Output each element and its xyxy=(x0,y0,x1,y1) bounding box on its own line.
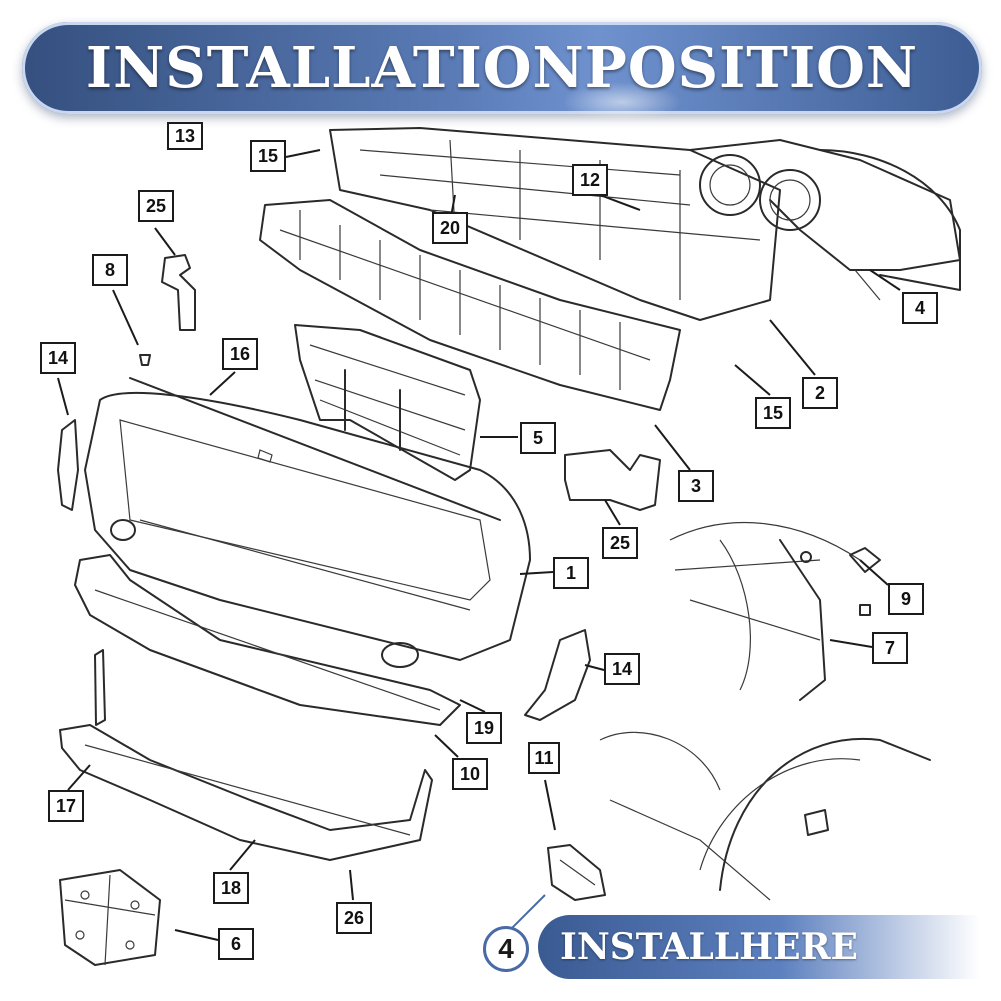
wheel-arch-detail-drawing xyxy=(547,731,931,901)
splitter-drawing xyxy=(59,649,433,861)
energy-absorber-drawing xyxy=(259,199,681,411)
part-label-16: 16 xyxy=(222,338,258,370)
part-label-26: 26 xyxy=(336,902,372,934)
part-label-25-lower: 25 xyxy=(602,527,638,559)
bracket-25-right-drawing xyxy=(564,449,661,511)
part-label-7: 7 xyxy=(872,632,908,664)
part-label-3: 3 xyxy=(678,470,714,502)
part-label-9: 9 xyxy=(888,583,924,615)
wheel-well-detail-drawing xyxy=(669,521,881,701)
part-label-19: 19 xyxy=(466,712,502,744)
part-label-1: 1 xyxy=(553,557,589,589)
radiator-support-drawing xyxy=(329,127,961,321)
part-label-18: 18 xyxy=(213,872,249,904)
grille-bracket-drawing xyxy=(294,324,481,481)
strip-16-drawing xyxy=(129,377,501,521)
part-label-4: 4 xyxy=(902,292,938,324)
install-callout: INSTALLHERE xyxy=(538,915,980,979)
part-label-14: 14 xyxy=(40,342,76,374)
valance-10-drawing xyxy=(74,554,461,726)
part-label-10: 10 xyxy=(452,758,488,790)
part-label-17: 17 xyxy=(48,790,84,822)
part-label-2: 2 xyxy=(802,377,838,409)
bracket-14-left-drawing xyxy=(57,419,79,511)
bracket-25-left-drawing xyxy=(161,254,196,331)
part-label-11: 11 xyxy=(528,742,560,774)
plate-bracket-drawing xyxy=(59,869,161,966)
title-banner: INSTALLATIONPOSITION xyxy=(22,22,982,122)
part-label-25: 25 xyxy=(138,190,174,222)
part-label-20: 20 xyxy=(432,212,468,244)
part-label-6: 6 xyxy=(218,928,254,960)
part-label-15: 15 xyxy=(250,140,286,172)
banner-glow xyxy=(562,82,682,122)
install-callout-text: INSTALLHERE xyxy=(560,926,858,968)
page-title: INSTALLATIONPOSITION xyxy=(85,35,919,101)
part-label-14-right: 14 xyxy=(604,653,640,685)
part-label-5: 5 xyxy=(520,422,556,454)
clip-8-drawing xyxy=(139,354,151,366)
part-label-8: 8 xyxy=(92,254,128,286)
install-callout-number: 4 xyxy=(483,926,529,972)
part-label-15-lower: 15 xyxy=(755,397,791,429)
bumper-cover-drawing xyxy=(84,391,531,668)
part-label-13: 13 xyxy=(167,122,203,150)
bracket-14-right-drawing xyxy=(524,629,591,721)
part-label-12: 12 xyxy=(572,164,608,196)
